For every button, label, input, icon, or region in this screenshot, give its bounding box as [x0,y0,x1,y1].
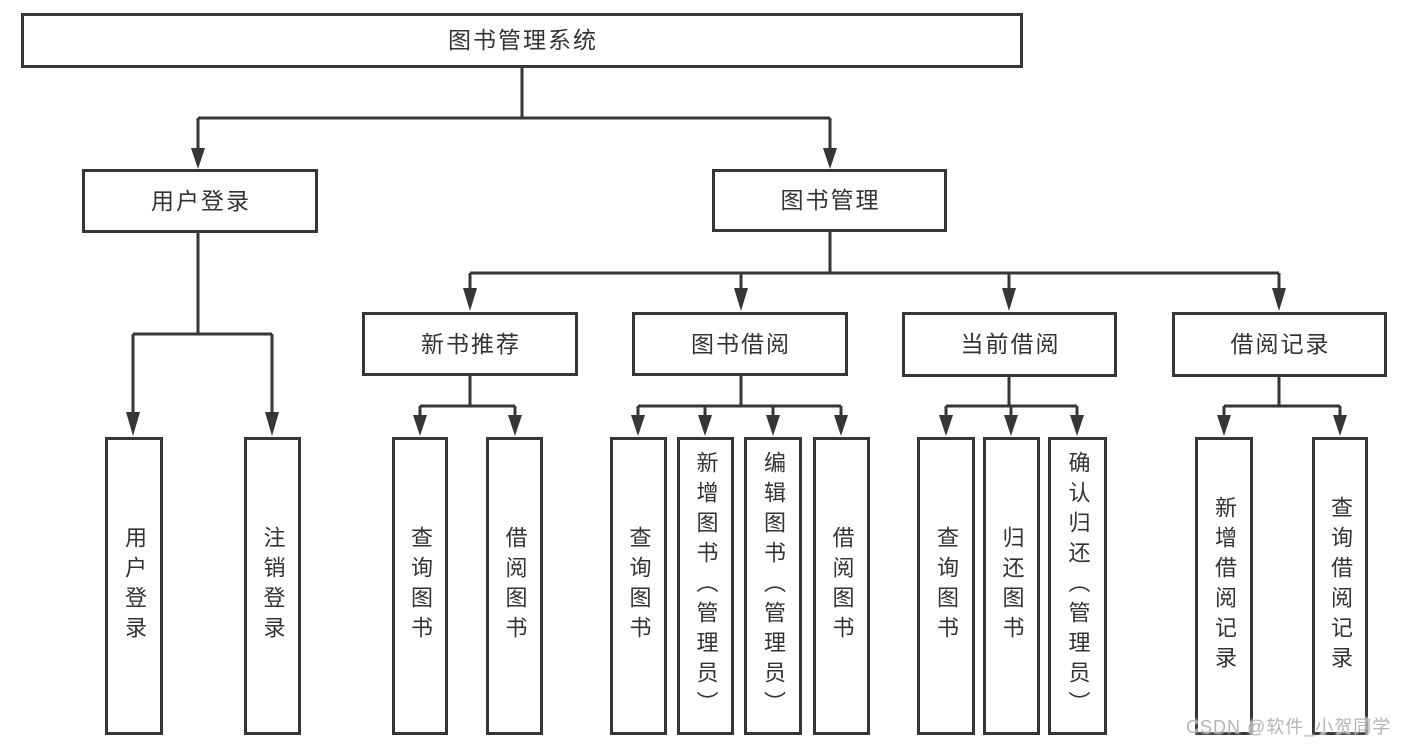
leaf-records-add-record: 新增借阅记录 [1195,437,1253,735]
node-book-management-label: 图书管理 [780,187,881,213]
leaf-borrow-borrow-books: 借阅图书 [813,437,870,735]
leaf-borrow-borrow-books-label: 借阅图书 [829,526,855,646]
connector-book-management-children [463,232,1286,311]
connector-borrow-records-children [1217,377,1347,436]
connector-new-books-children [413,376,522,436]
leaf-user-login-label: 用户登录 [122,526,147,646]
leaf-borrow-edit-books-admin: 编辑图书（管理员） [744,437,802,735]
leaf-current-confirm-return-admin: 确认归还（管理员） [1048,437,1107,735]
node-current-borrow-label: 当前借阅 [960,331,1061,357]
leaf-borrow-query-books-label: 查询图书 [626,526,652,646]
watermark: CSDN @软件_小贺同学 [1186,717,1392,737]
node-user-login-label: 用户登录 [151,187,251,214]
leaf-current-confirm-return-admin-label: 确认归还（管理员） [1065,451,1091,721]
leaf-borrow-query-books: 查询图书 [610,437,667,735]
leaf-newbooks-borrow-books: 借阅图书 [486,437,543,735]
node-user-login: 用户登录 [82,169,318,233]
leaf-logout: 注销登录 [244,437,301,735]
leaf-borrow-edit-books-admin-label: 编辑图书（管理员） [761,451,786,721]
node-book-borrow: 图书借阅 [632,312,848,376]
leaf-user-login: 用户登录 [105,437,163,735]
node-borrow-records: 借阅记录 [1172,312,1387,377]
leaf-records-query-record: 查询借阅记录 [1312,437,1368,735]
leaf-newbooks-query-books: 查询图书 [392,437,448,735]
leaf-borrow-add-books-admin: 新增图书（管理员） [677,437,734,735]
node-borrow-records-label: 借阅记录 [1230,331,1331,357]
node-new-books: 新书推荐 [362,312,578,376]
connector-user-login-children [126,233,279,436]
connector-root-to-level2 [191,68,837,169]
node-book-borrow-label: 图书借阅 [691,330,791,357]
leaf-borrow-add-books-admin-label: 新增图书（管理员） [693,451,719,721]
connector-current-borrow-children [939,377,1084,436]
leaf-current-return-books-label: 归还图书 [999,526,1025,646]
connector-book-borrow-children [631,375,848,436]
node-book-management: 图书管理 [712,169,947,232]
leaf-logout-label: 注销登录 [260,526,286,646]
node-new-books-label: 新书推荐 [421,330,521,357]
node-current-borrow: 当前借阅 [902,312,1117,377]
leaf-current-query-books: 查询图书 [917,437,975,735]
leaf-current-query-books-label: 查询图书 [934,526,959,646]
node-root-label: 图书管理系统 [448,27,598,53]
node-root: 图书管理系统 [21,13,1023,68]
leaf-records-add-record-label: 新增借阅记录 [1212,496,1237,676]
leaf-records-query-record-label: 查询借阅记录 [1328,496,1353,676]
leaf-current-return-books: 归还图书 [983,437,1040,735]
leaf-newbooks-query-books-label: 查询图书 [408,526,433,646]
leaf-newbooks-borrow-books-label: 借阅图书 [502,526,528,646]
